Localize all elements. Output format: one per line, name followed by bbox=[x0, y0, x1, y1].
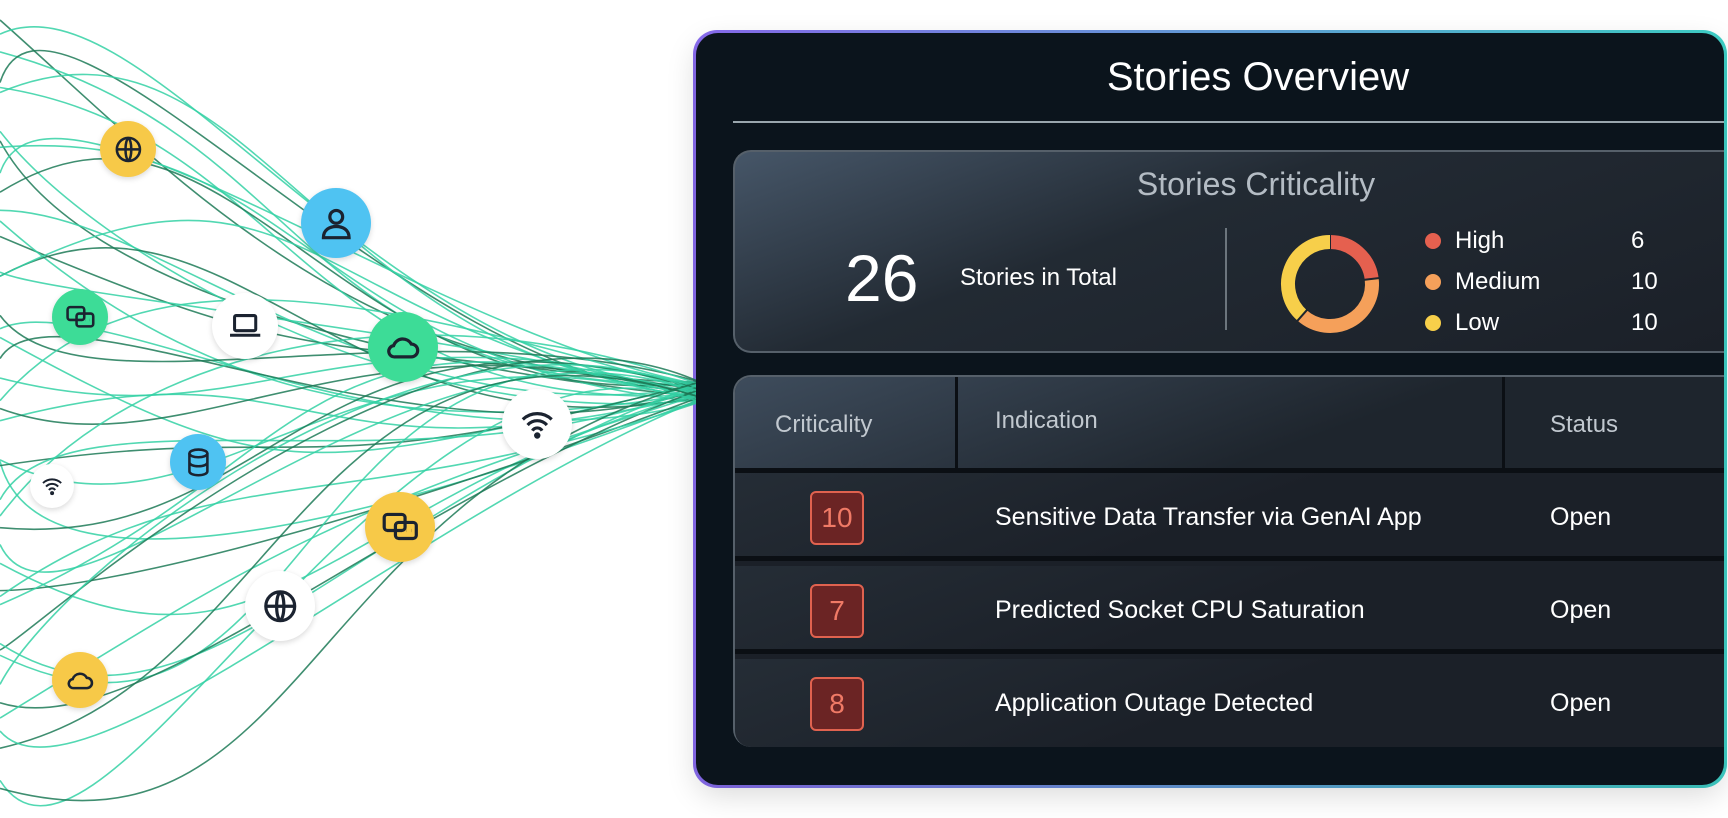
indication-text: Application Outage Detected bbox=[995, 688, 1314, 717]
status-text: Open bbox=[1550, 688, 1612, 717]
flow-line bbox=[0, 26, 700, 388]
slice-gap bbox=[1296, 308, 1309, 323]
legend-item-medium: Medium 10 bbox=[1425, 261, 1658, 302]
cloud-icon bbox=[52, 652, 108, 708]
legend-item-high: High 6 bbox=[1425, 220, 1658, 261]
criticality-badge: 7 bbox=[810, 584, 864, 638]
table-row[interactable]: 8 Application Outage Detected Open bbox=[735, 659, 1724, 747]
column-divider bbox=[955, 377, 958, 473]
table-row[interactable]: 7 Predicted Socket CPU Saturation Open bbox=[735, 566, 1724, 654]
chat-icon bbox=[365, 492, 435, 562]
flow-line bbox=[0, 299, 700, 402]
page-title: Stories Overview bbox=[1106, 55, 1410, 99]
table-header: Criticality Indication Status bbox=[735, 377, 1724, 473]
user-icon bbox=[301, 188, 371, 258]
flow-line bbox=[0, 368, 700, 684]
donut-slice-medium bbox=[1297, 278, 1379, 333]
flow-line bbox=[0, 219, 700, 401]
flow-line bbox=[0, 334, 700, 517]
flow-line bbox=[0, 361, 700, 530]
flow-line bbox=[0, 372, 700, 573]
slice-gap bbox=[1363, 276, 1380, 281]
indication-text: Predicted Socket CPU Saturation bbox=[995, 595, 1365, 624]
flow-line bbox=[0, 209, 700, 396]
criticality-badge: 8 bbox=[810, 677, 864, 731]
flow-line bbox=[0, 364, 700, 425]
flow-line bbox=[0, 396, 700, 592]
legend-label: Low bbox=[1455, 308, 1500, 336]
total-count: 26 bbox=[845, 241, 919, 315]
header-status[interactable]: Status bbox=[1550, 411, 1619, 438]
flow-line bbox=[0, 130, 700, 405]
chat-icon bbox=[52, 289, 108, 345]
flow-line bbox=[0, 398, 700, 540]
laptop-icon bbox=[212, 293, 278, 359]
indication-text: Sensitive Data Transfer via GenAI App bbox=[995, 502, 1422, 531]
flow-line bbox=[0, 361, 700, 606]
data-flow-lines bbox=[0, 19, 700, 807]
column-divider bbox=[1502, 377, 1505, 473]
legend-label: Medium bbox=[1455, 267, 1541, 295]
database-icon bbox=[170, 434, 226, 490]
criticality-badge: 10 bbox=[810, 491, 864, 545]
legend-value: 10 bbox=[1631, 267, 1658, 295]
total-label: Stories in Total bbox=[960, 264, 1117, 291]
table-row[interactable]: 10 Sensitive Data Transfer via GenAI App… bbox=[735, 473, 1724, 561]
wifi-icon bbox=[30, 464, 74, 508]
flow-line bbox=[0, 386, 700, 501]
donut-slice-high bbox=[1329, 235, 1379, 281]
legend-value: 10 bbox=[1631, 308, 1658, 336]
flow-line bbox=[0, 51, 700, 386]
status-text: Open bbox=[1550, 595, 1612, 624]
globe-icon bbox=[100, 121, 156, 177]
flow-line bbox=[0, 363, 700, 685]
flow-line bbox=[0, 145, 700, 403]
legend: High 6 Medium 10 Low 10 bbox=[1425, 220, 1658, 343]
donut-slice-low bbox=[1281, 235, 1331, 321]
legend-value: 6 bbox=[1631, 226, 1645, 254]
flow-line bbox=[0, 374, 700, 749]
header-indication[interactable]: Indication bbox=[995, 407, 1098, 434]
stories-criticality-card: Stories Criticality 26 Stories in Total … bbox=[733, 150, 1724, 353]
criticality-donut-chart bbox=[1281, 234, 1380, 333]
legend-label: High bbox=[1455, 226, 1505, 254]
flow-line bbox=[0, 398, 700, 748]
low-dot bbox=[1425, 314, 1441, 331]
medium-dot bbox=[1425, 273, 1441, 290]
stories-table: Criticality Indication Status 10 Sensiti… bbox=[733, 375, 1724, 747]
flow-line bbox=[0, 86, 700, 397]
separator bbox=[1225, 228, 1227, 330]
flow-line bbox=[0, 375, 700, 485]
cloud-icon bbox=[368, 312, 438, 382]
card-title: Stories Criticality bbox=[1136, 166, 1376, 202]
high-dot bbox=[1425, 232, 1441, 249]
flow-line bbox=[0, 357, 700, 651]
divider bbox=[733, 121, 1724, 123]
flow-line bbox=[0, 381, 700, 802]
header-criticality[interactable]: Criticality bbox=[775, 411, 873, 438]
status-text: Open bbox=[1550, 502, 1612, 531]
flow-line bbox=[0, 391, 700, 616]
flow-line bbox=[0, 235, 700, 391]
globe-icon bbox=[245, 571, 315, 641]
stories-overview-panel: Stories Overview Stories Criticality 26 … bbox=[693, 30, 1727, 788]
legend-item-low: Low 10 bbox=[1425, 302, 1658, 343]
wifi-icon bbox=[502, 389, 572, 459]
